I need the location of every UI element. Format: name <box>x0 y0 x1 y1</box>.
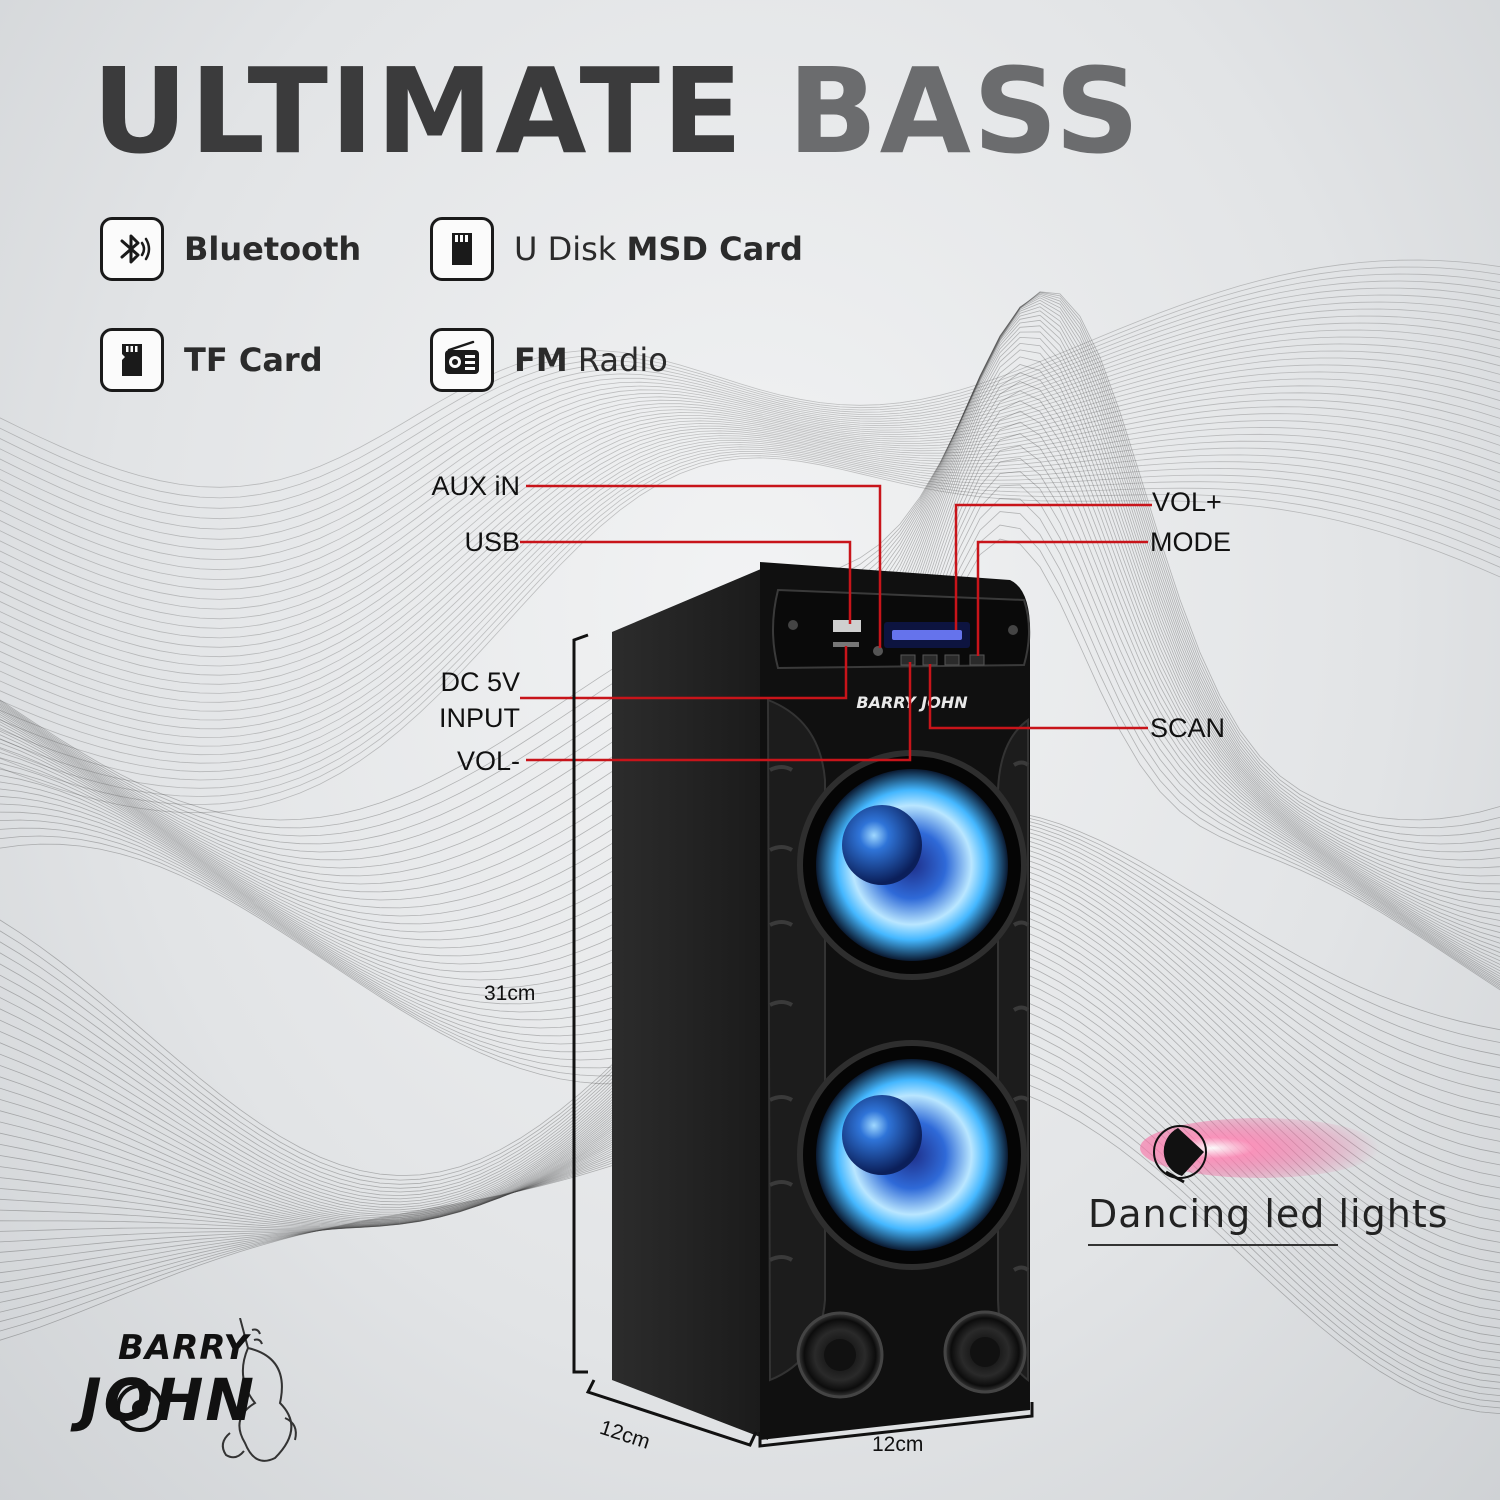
wave-line <box>0 350 1500 620</box>
callout-mode: MODE <box>1150 527 1231 557</box>
wave-line <box>0 426 1500 721</box>
dimension-lines <box>572 633 1034 1448</box>
speaker-rib-marks <box>769 760 1030 1272</box>
feature-tf-card: TF Card <box>100 328 323 392</box>
wave-line <box>0 266 1500 499</box>
callout-vol-plus: VOL+ <box>1152 487 1222 517</box>
tf-card-icon <box>100 328 164 392</box>
callout-scan: SCAN <box>1150 713 1226 743</box>
wave-line <box>0 357 1500 629</box>
wave-line <box>0 378 1500 658</box>
wave-line <box>0 315 1500 571</box>
callout-vol-minus: VOL- <box>456 746 520 776</box>
speaker-side-panel <box>612 566 768 1440</box>
wave-line <box>0 392 1500 676</box>
wave-line <box>0 280 1500 520</box>
callout-lines <box>520 484 1152 762</box>
feature-fm-radio-label: FM Radio <box>514 341 668 379</box>
sd-card-icon <box>430 217 494 281</box>
led-underline <box>1088 1244 1338 1246</box>
wave-line <box>0 301 1500 550</box>
feature-msd-card-label: U Disk MSD Card <box>514 230 803 268</box>
speaker-logo: BARRY JOHN <box>856 693 968 712</box>
wave-line <box>0 329 1500 590</box>
wave-line <box>0 322 1500 581</box>
wave-line <box>0 446 1500 773</box>
feature-msd-card: U Disk MSD Card <box>430 217 803 281</box>
wave-line <box>0 441 1500 756</box>
brand-line-2: JOHN <box>80 1366 256 1434</box>
dimension-height: 31cm <box>484 982 536 1005</box>
headline: ULTIMATE BASS <box>92 52 1142 170</box>
led-feature-label: Dancing led lights <box>1088 1192 1449 1236</box>
wave-line <box>0 439 1500 747</box>
feature-fm-radio: FM Radio <box>430 328 668 392</box>
callout-dc-line-1: DC 5V <box>440 667 520 697</box>
callout-aux-in: AUX iN <box>431 471 520 501</box>
tf-slot <box>833 642 859 647</box>
dimension-width: 12cm <box>872 1433 924 1456</box>
brand-logo: BARRY JOHN <box>80 1318 320 1468</box>
wave-line <box>0 399 1500 685</box>
wave-line <box>0 364 1500 639</box>
brand-line-1: BARRY <box>118 1328 250 1368</box>
wave-line <box>0 444 1500 764</box>
radio-icon <box>430 328 494 392</box>
wave-line <box>0 336 1500 600</box>
wave-line <box>0 413 1500 703</box>
wave-line <box>0 406 1500 694</box>
wave-line <box>0 371 1500 648</box>
wave-line <box>0 453 1500 797</box>
bluetooth-icon <box>100 217 164 281</box>
callout-usb: USB <box>464 527 520 557</box>
wave-line <box>0 437 1500 738</box>
wave-line <box>0 294 1500 540</box>
aux-port <box>873 646 883 656</box>
wave-line <box>0 420 1500 712</box>
headline-part-2: BASS <box>787 42 1142 180</box>
wave-line <box>0 259 1500 488</box>
led-lamp-icon <box>1163 1128 1204 1176</box>
wave-line <box>0 457 1500 814</box>
wave-line <box>0 273 1500 509</box>
feature-bluetooth-label: Bluetooth <box>184 230 362 268</box>
usb-port <box>833 620 861 632</box>
feature-tf-card-label: TF Card <box>184 341 323 379</box>
wave-line <box>0 287 1500 530</box>
wave-line <box>0 448 1500 781</box>
wave-line <box>0 385 1500 667</box>
feature-bluetooth: Bluetooth <box>100 217 361 281</box>
headline-part-1: ULTIMATE <box>92 42 745 180</box>
callout-dc-line-2: INPUT <box>439 703 520 733</box>
wave-line <box>0 308 1500 561</box>
wave-line <box>0 433 1500 730</box>
wave-line <box>0 455 1500 806</box>
guitar-ornament-icon <box>116 1318 297 1462</box>
wave-line <box>0 343 1500 610</box>
wave-line <box>0 450 1500 789</box>
